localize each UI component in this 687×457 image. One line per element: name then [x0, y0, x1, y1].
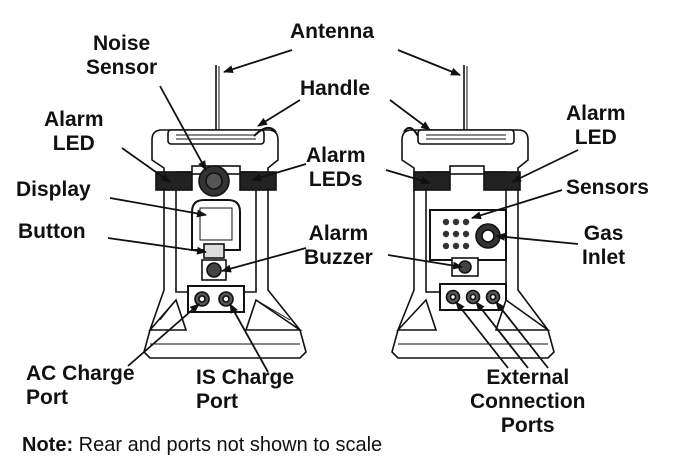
arrow-alarm-buzzer-front [221, 247, 307, 273]
arrow-alarm-buzzer-rear [387, 254, 463, 270]
label-handle: Handle [300, 77, 371, 100]
rear-view [391, 65, 555, 359]
front-handle [167, 129, 265, 145]
arrow-button [107, 237, 207, 255]
arrow-handle-rear [389, 99, 431, 131]
arrow-ext-port-3 [495, 301, 549, 369]
arrow-alarm-leds-rear [385, 169, 431, 185]
front-alarm-led-left [155, 171, 193, 191]
rear-sensor-grid [442, 218, 470, 250]
footnote-prefix: Note: [22, 434, 74, 456]
arrow-alarm-led-left [121, 147, 171, 183]
front-view [143, 65, 307, 359]
arrow-ext-port-2 [475, 301, 529, 369]
label-button: Button [18, 220, 86, 243]
arrow-handle-front [257, 99, 301, 127]
arrow-antenna-front [223, 49, 293, 74]
device-diagram [107, 49, 579, 373]
arrow-is-charge-port [229, 303, 269, 373]
arrow-ac-charge-port [127, 303, 200, 367]
leader-lines [107, 49, 579, 373]
arrow-alarm-led-right [511, 149, 579, 183]
label-sensors: Sensors [566, 176, 649, 199]
arrow-antenna-rear [397, 49, 461, 76]
arrow-gas-inlet [495, 232, 579, 245]
rear-handle [417, 129, 515, 145]
arrow-alarm-leds-front [251, 163, 307, 182]
arrow-sensors [471, 189, 563, 220]
arrow-noise-sensor [159, 85, 207, 171]
label-antenna: Antenna [290, 20, 374, 43]
arrow-ext-port-1 [455, 301, 509, 369]
arrow-display [109, 197, 207, 218]
footnote-text: Rear and ports not shown to scale [78, 434, 383, 456]
rear-alarm-led-left [413, 171, 451, 191]
front-button [203, 243, 225, 259]
label-display: Display [16, 178, 91, 201]
